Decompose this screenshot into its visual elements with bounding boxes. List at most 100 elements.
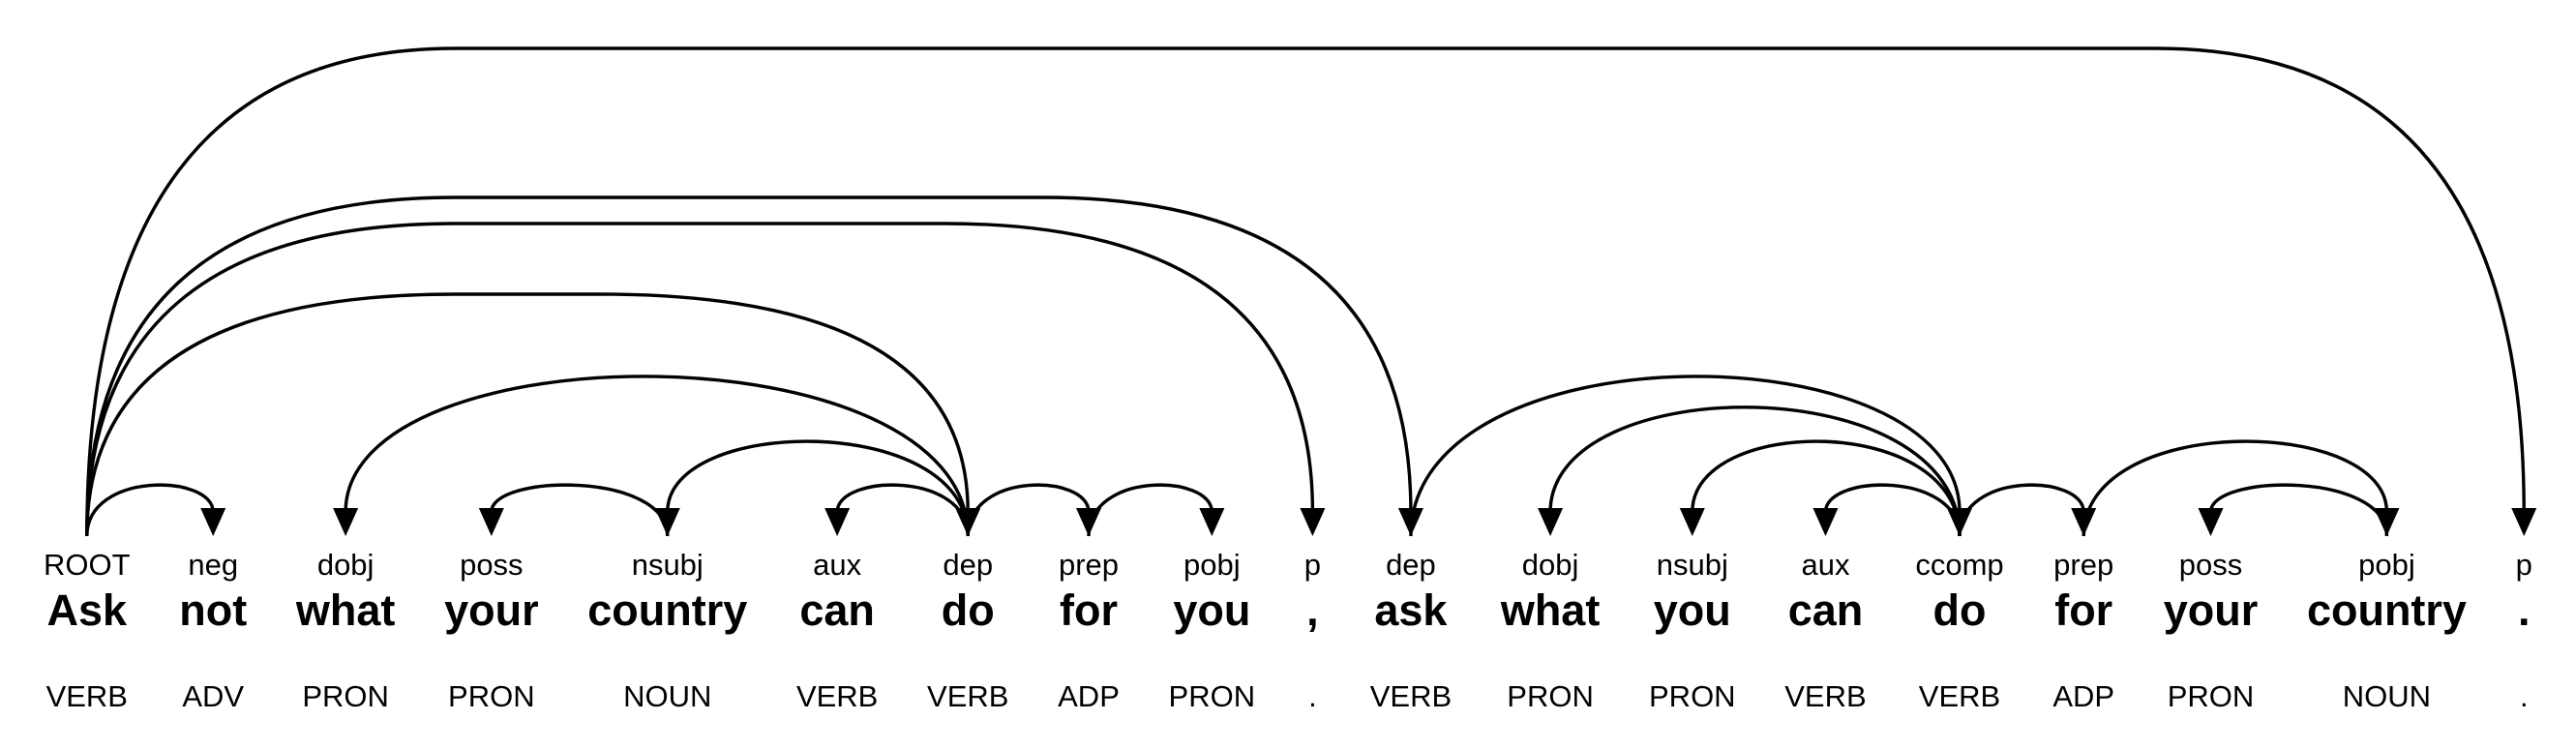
pos-tag: PRON [2167,679,2255,713]
token-word: you [1653,585,1731,635]
pos-tag: PRON [448,679,535,713]
dependency-arc-p [85,46,2526,537]
arrowhead-icon [1679,508,1705,536]
token-word: you [1173,585,1251,635]
arrowhead-icon [1199,508,1225,536]
arrowhead-icon [654,508,680,536]
dep-label: dobj [1521,548,1579,582]
token-word: not [179,585,248,635]
arrowhead-icon [1538,508,1564,536]
dep-label: poss [460,548,524,582]
pos-tag: VERB [45,679,128,713]
token-word: do [941,585,995,635]
dependency-arc-poss [2208,483,2389,537]
dependency-arc-dep [85,292,970,537]
token-word: what [1500,585,1601,635]
dep-label: dobj [316,548,374,582]
token-word: what [295,585,396,635]
dependency-arc-pobj [1087,483,1214,537]
arrowhead-icon [1397,508,1423,536]
arrowhead-icon [478,508,504,536]
dep-label: ROOT [44,548,131,582]
arrowhead-icon [2374,508,2400,536]
pos-tag: . [2519,679,2529,713]
token-word: ask [1374,585,1448,635]
pos-tag: VERB [1784,679,1867,713]
pos-tag: VERB [1369,679,1453,713]
dep-label: ccomp [1915,548,2004,582]
dep-label: p [2515,548,2532,582]
dep-label: pobj [1183,548,1241,582]
dependency-arc-prep [1958,483,2085,537]
dependency-arc-dobj [344,375,970,537]
pos-tag: VERB [927,679,1009,713]
token-word: country [2306,585,2467,635]
token-word: country [587,585,748,635]
pos-tag: NOUN [623,679,712,713]
pos-tag: . [1308,679,1317,713]
pos-tag: VERB [1918,679,2001,713]
dependency-arc-prep [966,483,1091,537]
dep-label: dep [943,548,994,582]
token-word: . [2517,585,2531,635]
dep-label: nsubj [1656,548,1728,582]
arrowhead-icon [1076,508,1101,536]
dependency-arc-nsubj [1691,439,1962,537]
token-word: do [1932,585,1987,635]
pos-tag: VERB [795,679,879,713]
dependency-arc-dobj [1548,405,1962,537]
dependency-arc-neg [85,483,215,537]
dep-label: aux [1801,548,1850,582]
pos-tag: PRON [1649,679,1736,713]
token-column: p.. [2516,548,2532,714]
token-word: , [1306,585,1319,635]
arrowhead-icon [2511,508,2537,536]
pos-tag: PRON [302,679,389,713]
dependency-arc-aux [835,483,970,537]
dependency-arc-ccomp [1409,375,1962,537]
dep-label: prep [2053,548,2114,582]
token-word: can [799,585,875,635]
token-word: for [2054,585,2113,635]
pos-tag: ADP [2052,679,2115,713]
token-word: your [444,585,539,635]
arrowhead-icon [333,508,359,536]
dep-label: dep [1386,548,1436,582]
token-word: can [1787,585,1864,635]
token-word: for [1060,585,1118,635]
token-word: your [2163,585,2259,635]
arrowhead-icon [955,508,981,536]
arrowhead-icon [824,508,851,536]
token-word: Ask [46,585,128,635]
dep-label: prep [1058,548,1120,582]
pos-tag: PRON [1507,679,1594,713]
dependency-arc-poss [490,483,670,537]
dep-label: p [1303,548,1322,582]
arrowhead-icon [2198,508,2224,536]
arrowhead-icon [200,508,226,536]
pos-tag: PRON [1168,679,1256,713]
dep-label: poss [2178,548,2243,582]
pos-tag: ADP [1058,679,1120,713]
arrowhead-icon [1812,508,1839,536]
token-column: p,. [1304,548,1321,714]
dep-label: pobj [2358,548,2415,582]
dep-label: neg [188,548,239,582]
dependency-arc-p [85,222,1315,537]
